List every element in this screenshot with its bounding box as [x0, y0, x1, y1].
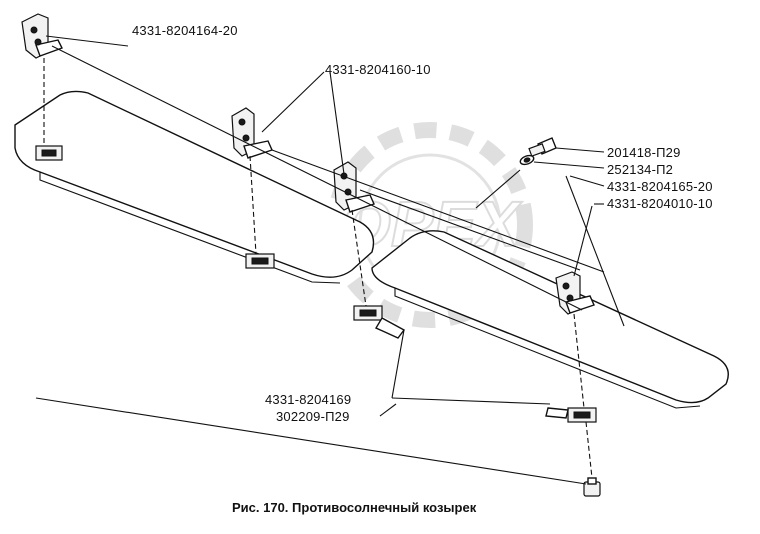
screw-302209-bottom — [583, 477, 601, 497]
bracket-left-top — [21, 13, 63, 59]
figure-caption: Рис. 170. Противосолнечный козырек — [232, 500, 477, 515]
clip-left — [35, 145, 63, 161]
label-201418-p29: 201418-П29 — [607, 145, 681, 160]
label-4331-8204165-20: 4331-8204165-20 — [607, 179, 713, 194]
label-4331-8204169: 4331-8204169 — [265, 392, 352, 407]
screw-201418 — [528, 137, 557, 157]
right-visor-panel — [371, 230, 729, 404]
clip-right-lower — [545, 407, 597, 423]
leader-lines — [35, 35, 625, 485]
bracket-center-top — [231, 107, 273, 159]
label-302209-p29: 302209-П29 — [276, 409, 350, 424]
washer-252134 — [519, 154, 535, 166]
label-4331-8204010-10: 4331-8204010-10 — [607, 196, 713, 211]
label-4331-8204160-10: 4331-8204160-10 — [325, 62, 431, 77]
bracket-right-top — [333, 161, 375, 213]
label-252134-p2: 252134-П2 — [607, 162, 674, 177]
left-visor-panel — [14, 90, 375, 278]
label-4331-8204164-20: 4331-8204164-20 — [132, 23, 238, 38]
clip-center — [245, 253, 275, 269]
clip-right-upper — [353, 305, 406, 339]
bracket-far-right-top — [555, 271, 595, 315]
